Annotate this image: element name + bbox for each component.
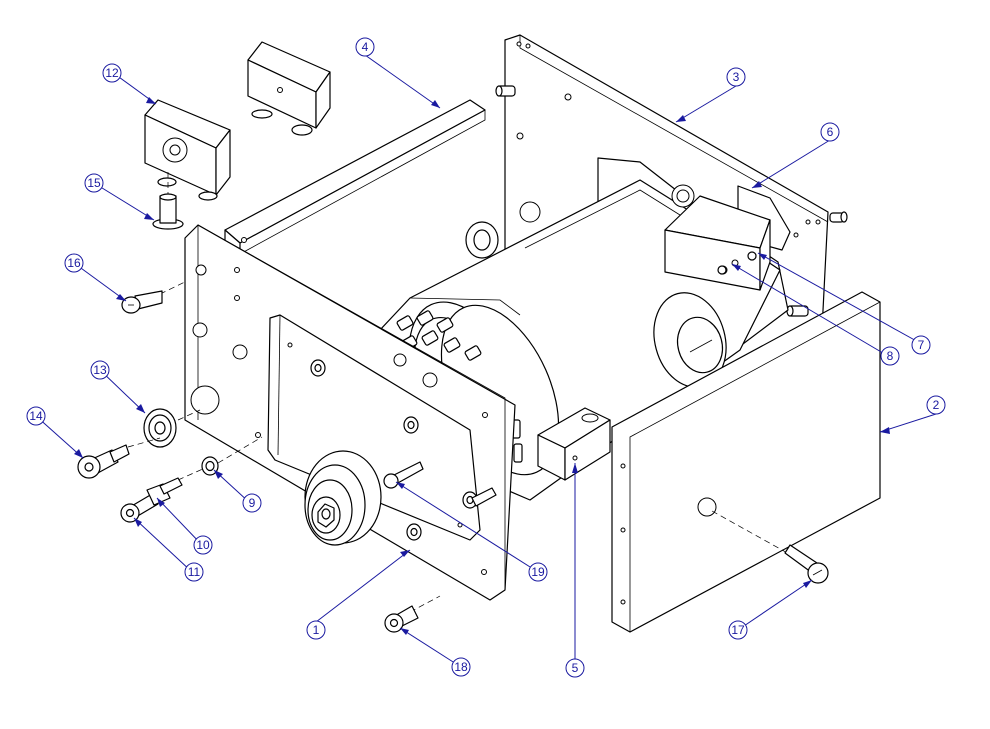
svg-text:10: 10 [196, 538, 210, 552]
callout-10: 10 [193, 535, 213, 555]
sensor-block [664, 185, 791, 291]
flange-pin-15 [152, 172, 184, 230]
countersunk-screw-16 [121, 277, 194, 314]
mount-nut-b [403, 416, 419, 434]
callout-12: 12 [102, 63, 122, 83]
callout-balloons: 1 2 3 4 5 6 7 8 9 10 11 12 13 14 15 16 1… [26, 37, 946, 678]
callout-8: 8 [880, 346, 900, 366]
svg-text:8: 8 [887, 349, 894, 363]
svg-text:1: 1 [313, 623, 320, 637]
callout-16: 16 [64, 253, 84, 273]
svg-text:14: 14 [29, 409, 43, 423]
svg-text:6: 6 [827, 125, 834, 139]
callout-15: 15 [84, 173, 104, 193]
svg-text:3: 3 [733, 70, 740, 84]
mount-nut-c [406, 523, 422, 541]
callout-18: 18 [451, 657, 471, 677]
callout-11: 11 [184, 562, 204, 582]
motor-mount-plate [267, 314, 497, 541]
callout-5: 5 [565, 658, 585, 678]
svg-text:9: 9 [249, 496, 256, 510]
callout-13: 13 [90, 360, 110, 380]
side-cover-plate [611, 291, 881, 633]
stud-with-nut-10-11 [120, 467, 206, 523]
spare-block [247, 41, 331, 136]
svg-text:4: 4 [362, 40, 369, 54]
callout-6: 6 [820, 122, 840, 142]
spacer-block-5 [537, 407, 611, 481]
svg-text:2: 2 [933, 398, 940, 412]
callout-4: 4 [355, 37, 375, 57]
svg-text:15: 15 [87, 176, 101, 190]
callout-1: 1 [306, 620, 326, 640]
motor-bearing [465, 221, 499, 259]
shoulder-bolt-14 [77, 437, 161, 479]
small-screws-7-8 [717, 251, 757, 275]
callout-17: 17 [728, 620, 748, 640]
bolt-19 [383, 461, 424, 489]
pulley-1 [304, 450, 382, 546]
svg-text:7: 7 [918, 338, 925, 352]
svg-text:19: 19 [531, 565, 545, 579]
screw-right [829, 211, 848, 223]
svg-text:12: 12 [105, 66, 119, 80]
svg-text:18: 18 [454, 660, 468, 674]
callout-14: 14 [26, 406, 46, 426]
rail-bar [224, 99, 486, 255]
bolt-18 [384, 595, 441, 633]
svg-text:17: 17 [731, 623, 745, 637]
dowel-pin-top [495, 85, 516, 97]
bearing-13 [143, 408, 201, 448]
callout-7: 7 [911, 335, 931, 355]
svg-text:16: 16 [67, 256, 81, 270]
svg-text:5: 5 [572, 661, 579, 675]
mount-stud [471, 487, 497, 507]
callout-2: 2 [926, 395, 946, 415]
dowel-pin-side [786, 305, 809, 317]
callout-19: 19 [528, 562, 548, 582]
svg-text:11: 11 [188, 565, 201, 579]
svg-text:13: 13 [93, 363, 107, 377]
mount-nut-a [310, 359, 326, 377]
callout-3: 3 [726, 67, 746, 87]
callout-9: 9 [242, 493, 262, 513]
block-12 [144, 99, 231, 201]
countersunk-screw-17 [784, 544, 829, 584]
